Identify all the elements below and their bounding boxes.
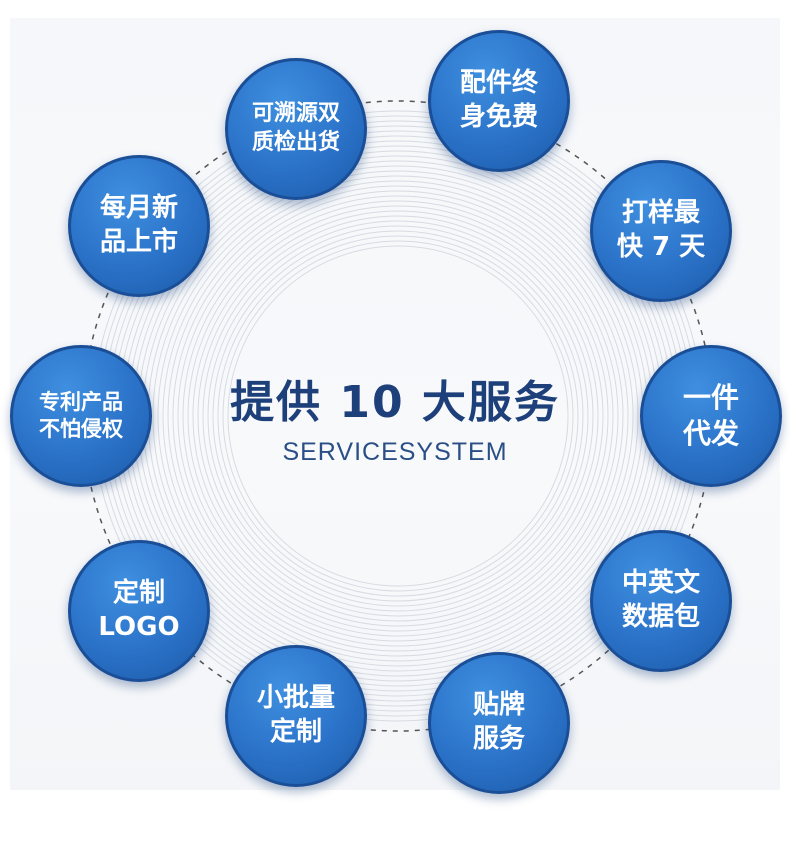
decorative-ring (182, 200, 614, 632)
service-node-traceable: 可溯源双 质检出货 (225, 58, 367, 200)
decorative-ring (157, 175, 639, 657)
decorative-ring (162, 180, 634, 652)
decorative-ring (202, 220, 594, 612)
service-node-sample-7-days: 打样最 快 7 天 (590, 160, 732, 302)
service-node-parts-free: 配件终 身免费 (428, 30, 570, 172)
main-subtitle: SERVICESYSTEM (282, 438, 508, 466)
decorative-ring (177, 195, 619, 637)
decorative-ring (167, 185, 629, 647)
decorative-ring (187, 205, 609, 627)
main-title: 提供 10 大服务 (230, 377, 560, 428)
decorative-ring (222, 240, 574, 592)
service-node-monthly-new: 每月新 品上市 (68, 155, 210, 297)
decorative-ring (197, 215, 599, 617)
service-node-data-pack: 中英文 数据包 (590, 530, 732, 672)
decorative-ring (217, 235, 579, 597)
service-node-custom-logo: 定制 LOGO (68, 540, 210, 682)
service-node-dropship: 一件 代发 (640, 345, 782, 487)
decorative-ring (212, 230, 584, 602)
decorative-ring (172, 190, 624, 642)
decorative-ring (227, 245, 569, 587)
decorative-ring (192, 210, 604, 622)
service-node-small-batch: 小批量 定制 (225, 645, 367, 787)
decorative-ring (207, 225, 589, 607)
service-node-patent: 专利产品 不怕侵权 (10, 345, 152, 487)
service-node-label-service: 贴牌 服务 (428, 652, 570, 794)
